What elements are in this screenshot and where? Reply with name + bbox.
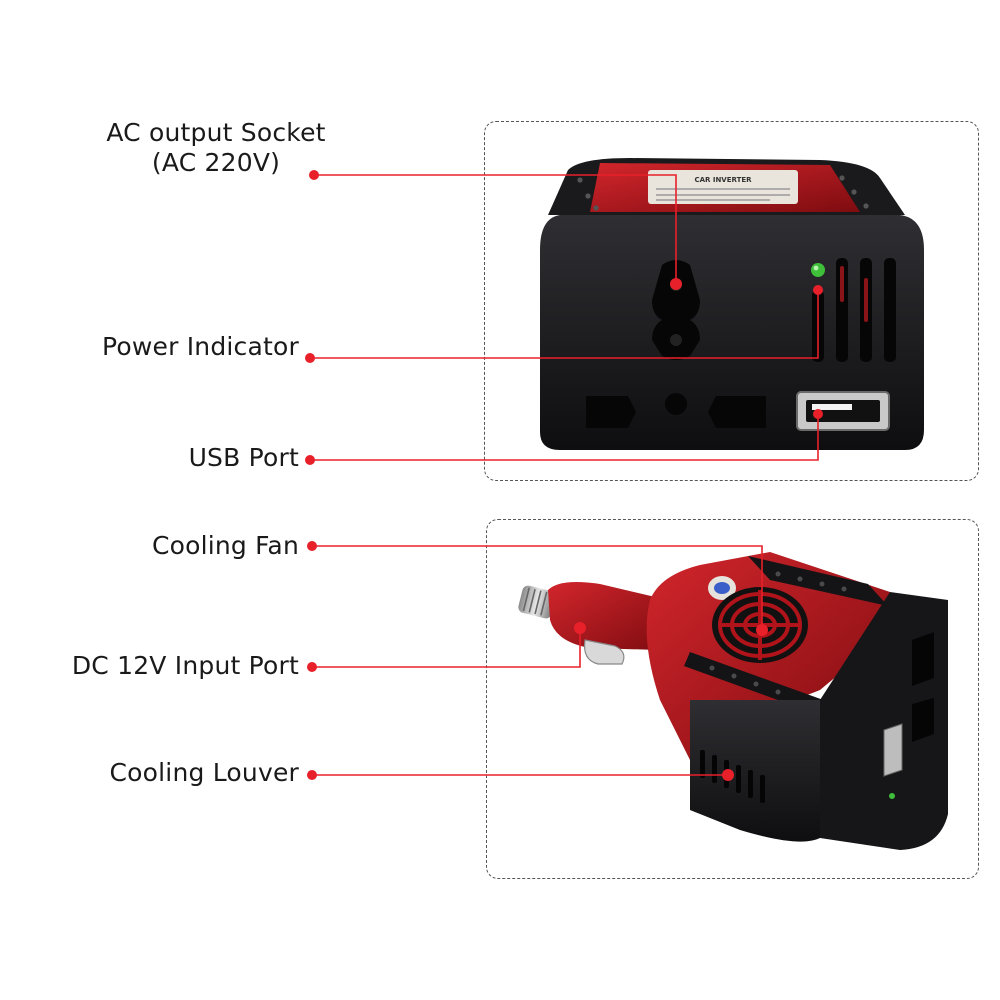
cooling-louver-label: Cooling Louver	[109, 758, 299, 787]
cooling-louver	[700, 750, 765, 803]
front-view-panel	[484, 121, 979, 481]
ac-socket-label: AC output Socket (AC 220V)	[100, 118, 332, 177]
leader-dc-input	[312, 628, 581, 668]
side-view-panel	[486, 519, 979, 879]
ac-socket-label-line1: AC output Socket	[106, 118, 326, 147]
inverter-front-view: CAR INVERTER	[540, 158, 924, 450]
usb-port-label: USB Port	[188, 443, 299, 472]
leader-ac-socket	[314, 174, 677, 284]
usb-port	[796, 391, 890, 431]
power-led	[811, 263, 825, 277]
power-indicator-label: Power Indicator	[101, 332, 299, 361]
cooling-fan-label: Cooling Fan	[151, 531, 299, 560]
dc-input-label: DC 12V Input Port	[71, 651, 299, 680]
inverter-side-view	[518, 552, 948, 850]
leader-cooling-fan	[312, 545, 763, 630]
ac-socket-label-line2: (AC 220V)	[151, 148, 281, 177]
leader-usb-port	[310, 414, 819, 461]
leader-power-indicator	[310, 290, 819, 359]
leader-dots	[305, 170, 823, 781]
leader-lines	[310, 174, 819, 776]
sticker-brand: CAR INVERTER	[694, 176, 752, 184]
